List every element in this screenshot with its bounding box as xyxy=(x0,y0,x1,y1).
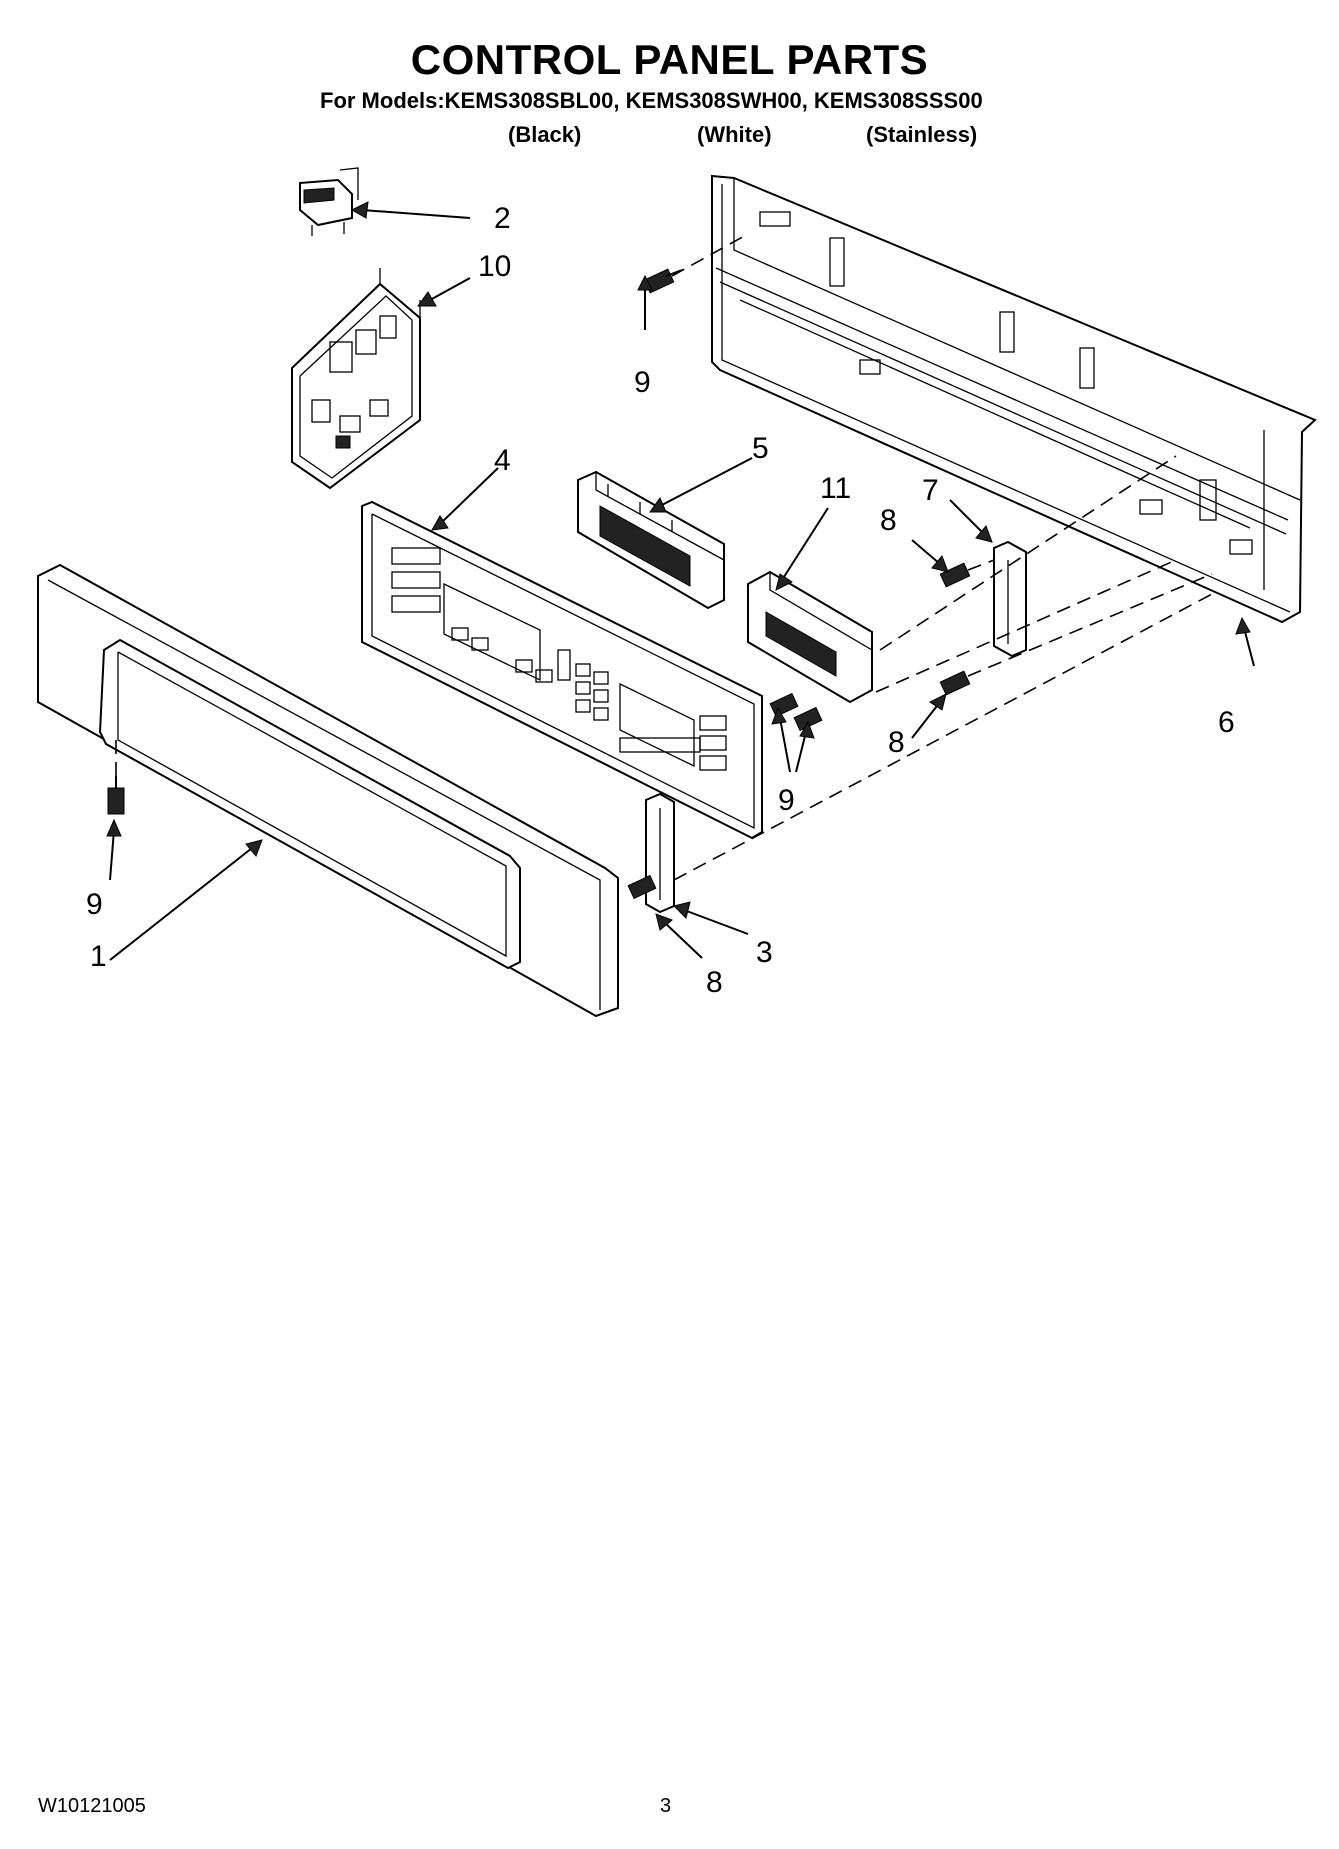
part-2-switch xyxy=(299,167,359,236)
part-5-display-board xyxy=(577,470,725,610)
callout-8-lower: 8 xyxy=(706,966,723,999)
callout-5: 5 xyxy=(752,432,769,465)
page-number: 3 xyxy=(660,1795,672,1817)
callout-7: 7 xyxy=(922,474,939,507)
part-3-bracket xyxy=(645,792,675,914)
part-1-front-trim xyxy=(37,563,619,1018)
leader-lines xyxy=(106,201,1255,961)
callout-2: 2 xyxy=(494,202,511,235)
part-6-bracket xyxy=(711,174,1317,624)
screw-9-pair-a xyxy=(769,692,799,718)
callout-8-middle: 8 xyxy=(888,726,905,759)
screw-8-lower xyxy=(627,874,657,900)
variant-black: (Black) xyxy=(508,122,582,147)
callout-4: 4 xyxy=(494,444,511,477)
keypad-grid xyxy=(575,663,609,721)
page-title: CONTROL PANEL PARTS xyxy=(410,36,929,83)
screw-9-pair-b xyxy=(793,706,823,732)
callout-6: 6 xyxy=(1218,706,1235,739)
callout-8-upper: 8 xyxy=(880,504,897,537)
callout-3: 3 xyxy=(756,936,773,969)
part-7-bracket xyxy=(993,540,1027,658)
callout-10: 10 xyxy=(478,250,511,283)
screw-8-middle xyxy=(939,670,971,696)
alignment-lines xyxy=(115,233,1213,881)
part-10-control-board xyxy=(291,268,421,490)
variant-white: (White) xyxy=(697,122,772,147)
part-4-overlay xyxy=(361,500,763,840)
screw-9-left xyxy=(107,776,125,815)
callout-9-left: 9 xyxy=(86,888,103,921)
callout-11: 11 xyxy=(820,472,851,505)
document-number: W10121005 xyxy=(38,1795,146,1817)
variant-stainless: (Stainless) xyxy=(866,122,978,147)
callout-9-pair: 9 xyxy=(778,784,795,817)
models-line: For Models:KEMS308SBL00, KEMS308SWH00, K… xyxy=(320,88,983,113)
callout-9-top: 9 xyxy=(634,366,651,399)
part-11-display-board xyxy=(747,570,873,704)
screw-8-upper xyxy=(939,562,971,588)
callout-1: 1 xyxy=(90,940,107,973)
